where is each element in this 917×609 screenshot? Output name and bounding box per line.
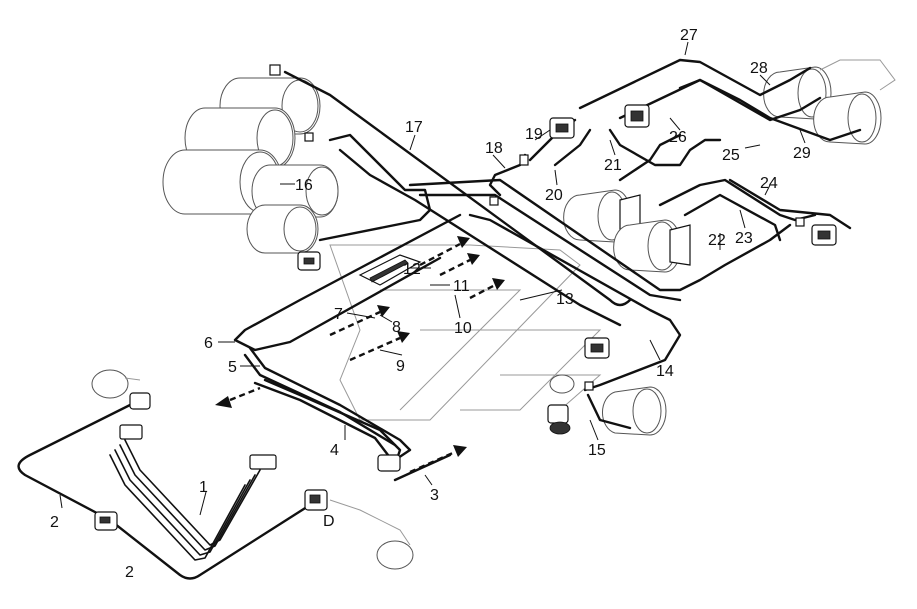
label-4: 4 (330, 442, 339, 459)
label-27: 27 (680, 27, 698, 44)
part-labels: 1 2 2 3 4 5 6 7 8 9 10 11 12 13 14 15 16… (50, 27, 811, 581)
arrow (469, 278, 505, 300)
brake-chamber (549, 374, 575, 394)
valve-cluster (297, 251, 321, 271)
label-9: 9 (396, 358, 405, 375)
label-12: 12 (403, 261, 421, 278)
valve-cluster (377, 454, 401, 472)
air-tanks (162, 77, 339, 254)
label-29: 29 (793, 145, 811, 162)
brake-chamber (91, 369, 141, 399)
arrow (329, 305, 390, 337)
valve-cluster (811, 224, 837, 246)
valve-cluster (624, 104, 650, 128)
arrow (419, 236, 470, 267)
label-8: 8 (392, 319, 401, 336)
flow-arrows (215, 236, 505, 474)
fitting (269, 64, 805, 391)
air-tank (251, 164, 339, 218)
label-26: 26 (669, 129, 687, 146)
valve-cluster (584, 337, 610, 359)
background-frame-watermark (329, 244, 602, 421)
label-3: 3 (430, 487, 439, 504)
label-25: 25 (722, 147, 740, 164)
label-23: 23 (735, 230, 753, 247)
arrow (409, 445, 467, 474)
label-18: 18 (485, 140, 503, 157)
label-14: 14 (656, 363, 674, 380)
label-28: 28 (750, 60, 768, 77)
label-2: 2 (125, 564, 134, 581)
brake-chamber (613, 219, 691, 273)
label-17: 17 (405, 119, 423, 136)
valve-cluster (304, 489, 328, 511)
label-7: 7 (334, 306, 343, 323)
valve-cluster (547, 404, 571, 435)
label-1: 1 (199, 479, 208, 496)
label-5: 5 (228, 359, 237, 376)
label-22: 22 (708, 232, 726, 249)
arrow (439, 253, 480, 277)
label-6: 6 (204, 335, 213, 352)
label-13: 13 (556, 291, 574, 308)
label-11: 11 (453, 278, 470, 295)
pipe-network (17, 58, 862, 580)
label-24: 24 (760, 175, 778, 192)
label-20: 20 (545, 187, 563, 204)
valve-cluster (129, 392, 151, 410)
valves (94, 64, 837, 531)
label-19: 19 (525, 126, 543, 143)
leader-lines (59, 41, 806, 516)
air-tank (246, 204, 319, 254)
label-16: 16 (295, 177, 313, 194)
label-d: D (323, 513, 335, 530)
arrow (349, 331, 410, 362)
valve-cluster (549, 117, 575, 139)
brake-chamber (329, 499, 414, 570)
label-15: 15 (588, 442, 606, 459)
arrow (215, 386, 261, 408)
valve-cluster (94, 511, 118, 531)
label-2: 2 (50, 514, 59, 531)
label-21: 21 (604, 157, 622, 174)
brake-chamber (813, 91, 882, 145)
label-10: 10 (454, 320, 472, 337)
connector-block (249, 454, 277, 470)
brake-chamber (602, 386, 667, 436)
brake-chambers (91, 59, 896, 570)
manifold-block (358, 254, 422, 286)
connector-block (119, 424, 143, 440)
